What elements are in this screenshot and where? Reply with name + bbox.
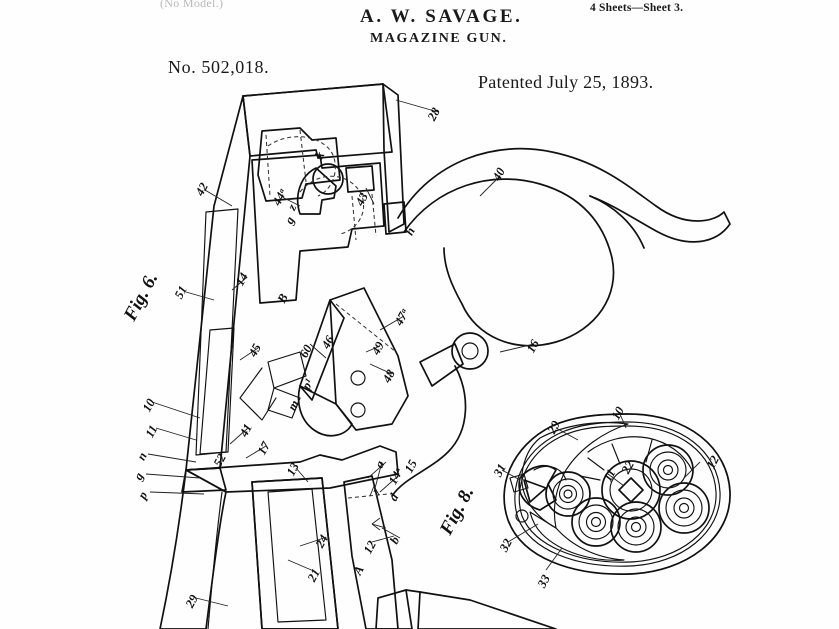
cartridge xyxy=(642,444,694,496)
magazine-spring-channel xyxy=(195,208,239,456)
lever-link xyxy=(419,343,464,387)
magazine-spool-outer xyxy=(601,460,661,520)
breech-step xyxy=(383,201,407,235)
patent-number: No. 502,018. xyxy=(168,57,270,77)
grip-front-strap xyxy=(159,469,227,629)
bolt-body xyxy=(257,127,341,202)
bottom-section-wedge xyxy=(417,591,557,629)
leader-lines xyxy=(145,99,535,607)
lever-pivot-pin xyxy=(461,342,479,360)
magazine-housing-hatch xyxy=(503,413,731,575)
carrier-wedge xyxy=(521,422,629,529)
carrier-wedge-lower xyxy=(529,511,625,561)
cartridge xyxy=(610,501,662,553)
receiver-top-wall xyxy=(242,83,393,159)
spool-square-hub xyxy=(618,477,644,503)
spool-arm-4 xyxy=(579,475,601,481)
lower-frame-top xyxy=(185,445,399,493)
lever-tail xyxy=(589,195,645,249)
spring-arm-m xyxy=(267,387,301,419)
receiver-cavity xyxy=(251,154,385,304)
frame-right-rail xyxy=(343,475,399,629)
stop-lever-pin xyxy=(515,509,529,523)
spool-arm-1 xyxy=(645,439,653,463)
fig8-leader-lines xyxy=(501,413,701,571)
hammer-pivot xyxy=(312,163,344,195)
cartridge xyxy=(658,482,710,534)
stop-lever-arrow xyxy=(523,479,547,503)
spool-arm-3 xyxy=(587,457,605,471)
magazine-spring xyxy=(199,327,235,455)
stop-lever-block xyxy=(509,473,529,493)
hammer-arm xyxy=(296,167,337,215)
trigger-plate xyxy=(329,287,409,431)
bottom-section-block xyxy=(375,589,413,629)
patent-subject: MAGAZINE GUN. xyxy=(370,31,508,46)
fig8-drawing xyxy=(501,413,731,575)
trigger-guard-bow xyxy=(391,365,467,497)
cartridge-group xyxy=(545,444,710,553)
patent-date: Patented July 25, 1893. xyxy=(478,72,654,92)
finger-lever-inner xyxy=(403,178,615,347)
trigger-pin-lower xyxy=(350,402,366,418)
magazine-housing-wall xyxy=(514,421,721,567)
stock-channel-inner xyxy=(267,488,327,623)
cartridge xyxy=(571,497,621,547)
trigger-pin-upper xyxy=(350,370,366,386)
magazine-stop-lever xyxy=(518,465,557,511)
sheet-count: 4 Sheets—Sheet 3. xyxy=(590,2,684,14)
no-model-note: (No Model.) xyxy=(160,0,224,10)
spool-divider-arc xyxy=(587,436,693,471)
lever-lower-arm xyxy=(443,247,463,305)
finger-lever-loop xyxy=(397,147,731,243)
breech-right-wall xyxy=(382,83,405,233)
trigger-spring xyxy=(267,351,307,389)
fig6-drawing xyxy=(145,83,731,629)
block-43 xyxy=(345,165,375,193)
inventor-name: A. W. SAVAGE. xyxy=(360,6,523,27)
lever-pivot-boss xyxy=(451,332,489,370)
stop-lever-arc xyxy=(533,465,567,481)
grip-curve xyxy=(207,491,223,629)
sear-lever xyxy=(299,299,345,401)
spool-arm-2 xyxy=(611,443,621,465)
